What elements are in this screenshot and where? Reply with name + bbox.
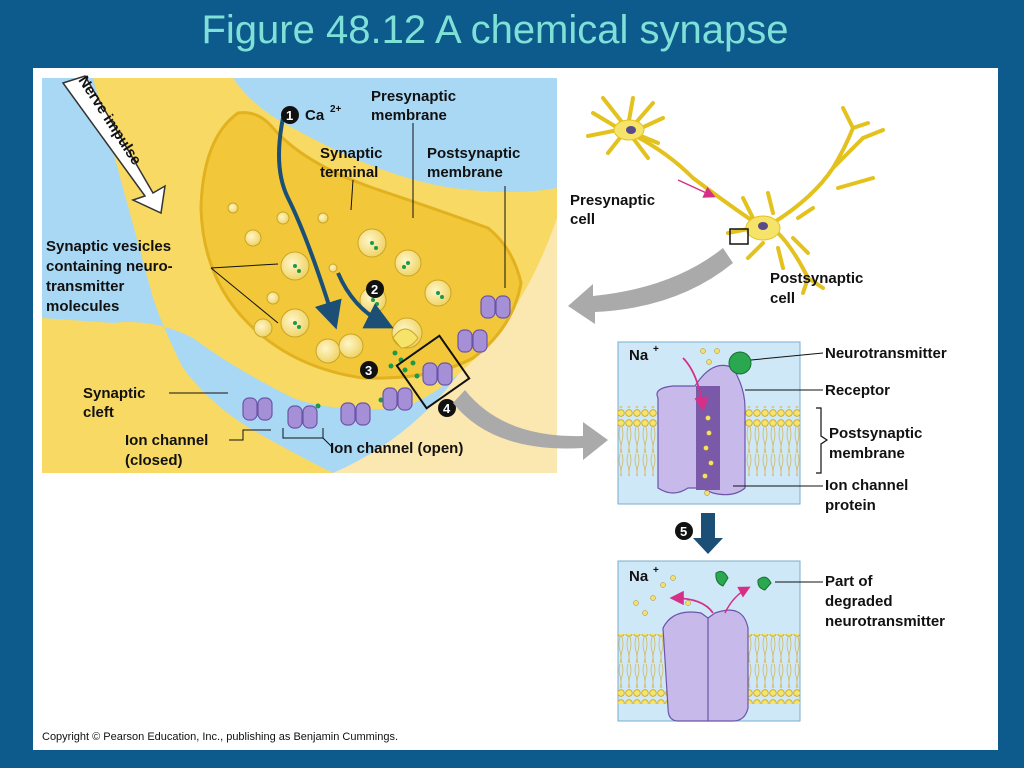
calcium-label: Ca [305, 107, 325, 124]
neurotransmitter-molecule [728, 351, 752, 375]
vesicles-label-1: Synaptic vesicles [46, 238, 171, 255]
ion-channel-protein-label-2: protein [825, 497, 876, 514]
copyright-notice: Copyright © Pearson Education, Inc., pub… [42, 731, 399, 743]
zoom-box [395, 334, 471, 410]
synaptic-cleft-label-2: cleft [83, 404, 114, 421]
presynaptic-nucleus [626, 126, 636, 134]
neuron-illustration [586, 96, 885, 295]
step-4-badge [438, 399, 456, 417]
grey-arrow-to-synapse [568, 248, 733, 324]
postsynaptic-membrane-label-1: Postsynaptic [427, 145, 520, 162]
post-membrane-label-1: Postsynaptic [829, 425, 922, 442]
calcium-superscript: 2+ [330, 104, 342, 115]
leader-lines [169, 123, 506, 449]
postsynaptic-membrane-label-2: membrane [427, 164, 503, 181]
na-label-2: Na [629, 568, 649, 585]
step-3-badge [360, 361, 378, 379]
neurotransmitter-label: Neurotransmitter [825, 345, 947, 362]
synaptic-cleft-label-1: Synaptic [83, 385, 146, 402]
vesicles-label-3: transmitter [46, 278, 125, 295]
degraded-channel-detail: Na + [617, 560, 823, 722]
degraded-label-1: Part of [825, 573, 874, 590]
postsynaptic-cell-label-1: Postsynaptic [770, 270, 863, 287]
step-3-number: 3 [365, 363, 372, 378]
step-1-badge [281, 106, 299, 124]
grey-arrow-to-detail [453, 390, 608, 460]
open-channel-detail: Na + [617, 341, 829, 505]
na-label: Na [629, 347, 649, 364]
step-1-number: 1 [286, 108, 293, 123]
ion-channel-protein-label-1: Ion channel [825, 477, 908, 494]
presynaptic-membrane-label-2: membrane [371, 107, 447, 124]
step-4-number: 4 [443, 401, 451, 416]
step-2-number: 2 [371, 282, 378, 297]
degraded-label-3: neurotransmitter [825, 613, 945, 630]
figure-panel: Nerve impulse [33, 68, 998, 750]
step-2-badge [366, 280, 384, 298]
detail-leader-lines [733, 352, 824, 487]
ion-channels [242, 295, 511, 429]
synapse-illustration: Nerve impulse [42, 73, 557, 473]
synaptic-terminal-label-2: terminal [320, 164, 378, 181]
postsynaptic-cell-label-2: cell [770, 290, 795, 307]
neuron-zoom-box [729, 228, 749, 245]
vesicles-label-2: containing neuro- [46, 258, 173, 275]
postsynaptic-cell-region [333, 218, 557, 473]
na-superscript: + [653, 344, 659, 355]
step-5-arrow [693, 513, 723, 554]
step-5-badge [675, 522, 693, 540]
postsynaptic-nucleus [758, 222, 768, 230]
slide-title: Figure 48.12 A chemical synapse [201, 8, 789, 52]
ion-channel-open-label: Ion channel (open) [330, 440, 463, 457]
calcium-arrow [277, 117, 342, 330]
synaptic-terminal-label-1: Synaptic [320, 145, 383, 162]
vesicles-label-4: molecules [46, 298, 119, 315]
vesicle-fusion-arrow [336, 272, 394, 329]
degraded-label-2: degraded [825, 593, 893, 610]
na-superscript-2: + [653, 565, 659, 576]
ion-channel-closed-label-1: Ion channel [125, 432, 208, 449]
presynaptic-membrane-label-1: Presynaptic [371, 88, 456, 105]
receptor-label: Receptor [825, 382, 890, 399]
post-membrane-label-2: membrane [829, 445, 905, 462]
impulse-direction-arrow [677, 179, 716, 198]
presynaptic-cell-label-2: cell [570, 211, 595, 228]
presynaptic-cell-label-1: Presynaptic [570, 192, 655, 209]
step-5-number: 5 [680, 524, 687, 539]
ion-channel-closed-label-2: (closed) [125, 452, 183, 469]
synapse-figure: Nerve impulse [42, 73, 947, 722]
